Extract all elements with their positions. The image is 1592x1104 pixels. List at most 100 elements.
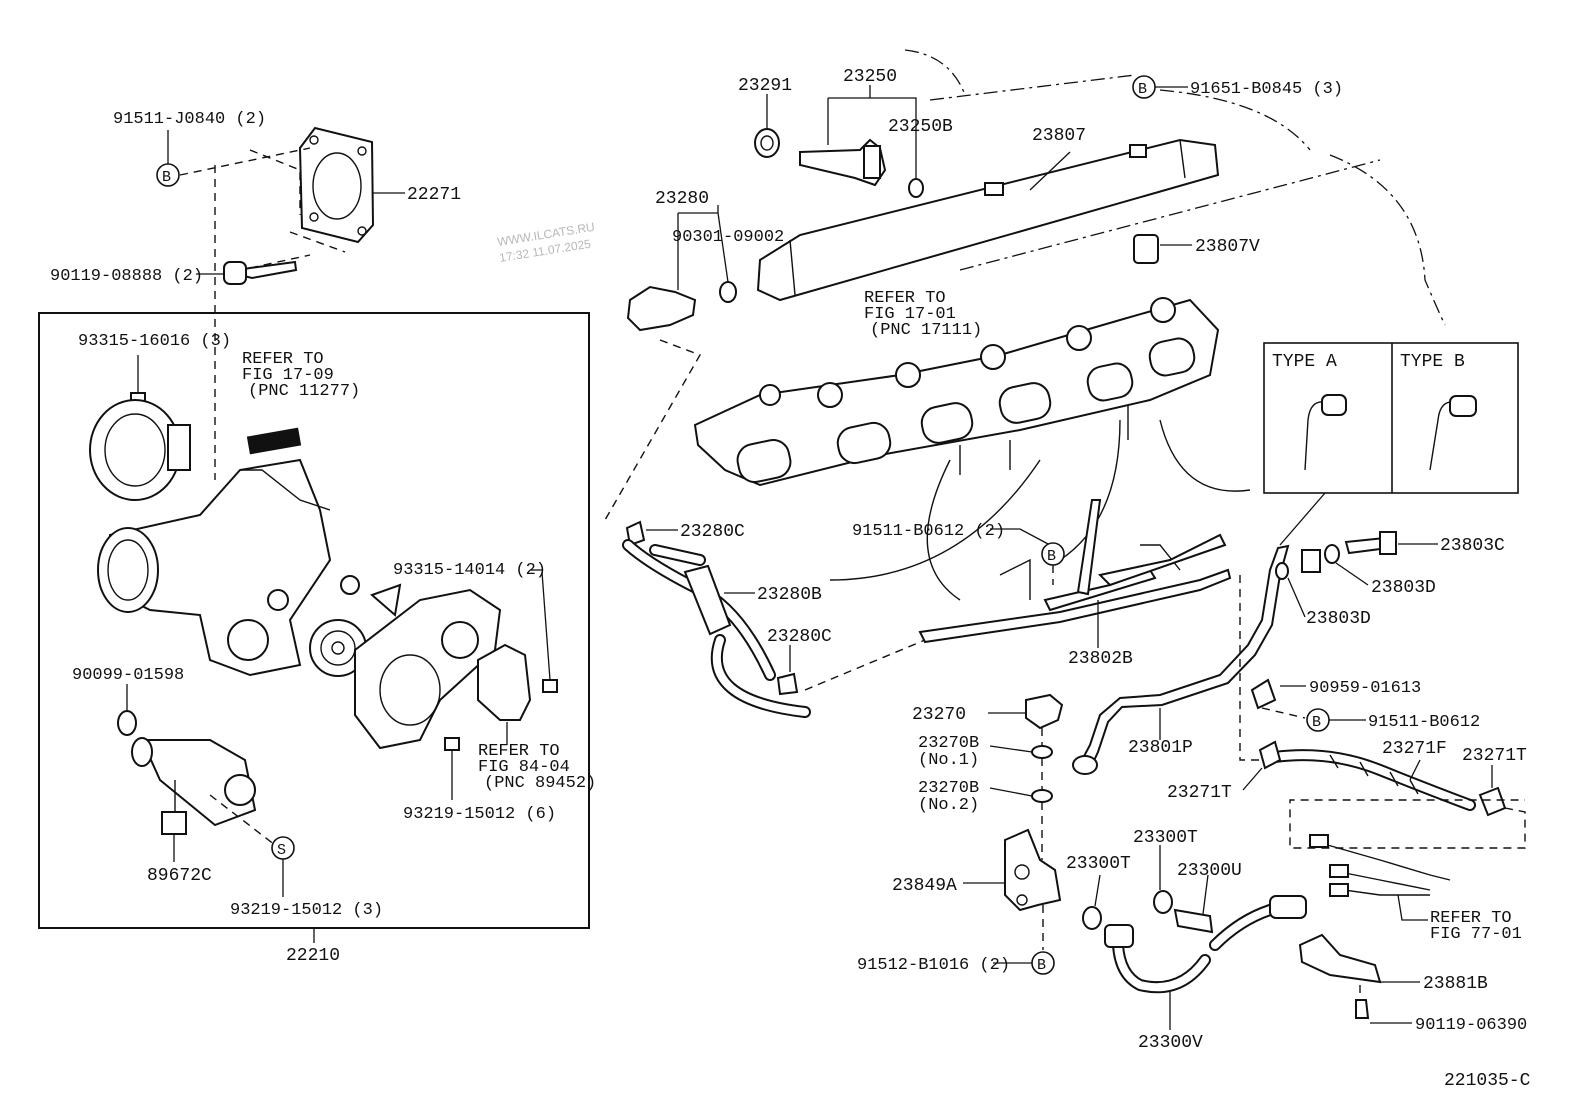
throttle-inlet (89, 399, 181, 501)
hose-23300V (1104, 924, 1134, 948)
figure-code: 221035-C (1444, 1071, 1531, 1091)
label-93315-14014: 93315-14014 (2) (393, 561, 546, 580)
label-23280: 23280 (655, 189, 709, 209)
cap-23291 (754, 128, 780, 158)
label-22210: 22210 (286, 946, 340, 966)
label-sticker (246, 427, 302, 455)
center-labels: 23291 23250 23250B 91651-B0845 (3) 23807… (655, 67, 1343, 340)
o-ring-90099-01598 (117, 710, 137, 736)
refer-84-04-line1: REFER TO (478, 742, 560, 761)
clamp-23881B (1298, 933, 1382, 984)
refer-17-09-line1: REFER TO (242, 350, 324, 369)
hose-clip-23280C-b (776, 672, 799, 696)
refer-84-04-line3: (PNC 89452) (484, 774, 596, 793)
bolt-90119-06390 (1355, 999, 1370, 1019)
label-23270: 23270 (912, 705, 966, 725)
clip-23271T-b (1478, 786, 1507, 817)
marker-b-1: B (162, 169, 171, 186)
refer-84-04-line2: FIG 84-04 (478, 758, 570, 777)
fuel-rail-23807 (756, 138, 1220, 302)
throttle-motor (140, 739, 257, 827)
label-93219-15012-3: 93219-15012 (3) (230, 901, 383, 920)
refer-17-09-line3: (PNC 11277) (248, 382, 360, 401)
label-23291: 23291 (738, 76, 792, 96)
label-23803C: 23803C (1440, 536, 1505, 556)
label-23271T-b: 23271T (1462, 746, 1527, 766)
label-90119-06390: 90119-06390 (1415, 1016, 1527, 1035)
throttle-body-main (109, 458, 332, 677)
refer-17-09-line2: FIG 17-09 (242, 366, 334, 385)
gasket-23300T-b (1153, 890, 1173, 914)
label-23270B-1: 23270B (918, 734, 979, 753)
label-23300T-b: 23300T (1133, 828, 1198, 848)
intake-manifold (693, 297, 1251, 601)
type-b-label: TYPE B (1400, 352, 1465, 372)
label-23271T-a: 23271T (1167, 783, 1232, 803)
label-23881B: 23881B (1423, 974, 1488, 994)
label-23280C-b: 23280C (767, 627, 832, 647)
marker-b-2: B (1138, 81, 1147, 98)
label-91511-J0840: 91511-J0840 (2) (113, 110, 266, 129)
vacuum-hose-23280B (683, 564, 732, 636)
refer-77-01-line1: REFER TO (1430, 909, 1512, 928)
refer-77-01-line2: FIG 77-01 (1430, 925, 1522, 944)
label-23300V: 23300V (1138, 1033, 1203, 1053)
gasket-22271 (298, 126, 375, 244)
union-23803D (1301, 549, 1321, 573)
label-23802B: 23802B (1068, 649, 1133, 669)
label-23270B-2: 23270B (918, 779, 979, 798)
label-90301-09002: 90301-09002 (672, 228, 784, 247)
left-labels: 91511-J0840 (2) 22271 90119-08888 (2) 93… (50, 110, 596, 966)
label-23250B: 23250B (888, 117, 953, 137)
label-23270B-2-note: (No.2) (918, 796, 979, 815)
gasket-23300T-a (1082, 906, 1102, 930)
label-91512-B1016: 91512-B1016 (2) (857, 956, 1010, 975)
throttle-body-group: B (38, 126, 590, 943)
hoses-pipes: B B (622, 499, 1526, 1030)
pipe-23802B (918, 568, 1232, 644)
type-a-label: TYPE A (1272, 352, 1337, 372)
clip-23271T-a (1258, 740, 1282, 770)
label-90119-08888: 90119-08888 (2) (50, 267, 203, 286)
type-box: TYPE A TYPE B (1263, 342, 1519, 546)
label-23280B: 23280B (757, 585, 822, 605)
label-89672C: 89672C (147, 866, 212, 886)
label-23807: 23807 (1032, 126, 1086, 146)
marker-s: S (277, 842, 286, 859)
bracket-23849A (1004, 828, 1062, 912)
label-23803D-b: 23803D (1306, 609, 1371, 629)
label-23270B-1-note: (No.1) (918, 751, 979, 770)
label-23300T-a: 23300T (1066, 854, 1131, 874)
label-22271: 22271 (407, 185, 461, 205)
label-91511-B0612: 91511-B0612 (1368, 713, 1480, 732)
label-23300U: 23300U (1177, 861, 1242, 881)
label-93219-15012-6: 93219-15012 (6) (403, 805, 556, 824)
refer-17-01-line2: FIG 17-01 (864, 305, 956, 324)
refer-17-01-line3: (PNC 17111) (870, 321, 982, 340)
marker-b-5: B (1037, 957, 1046, 974)
label-90959-01613: 90959-01613 (1309, 679, 1421, 698)
label-23803D-a: 23803D (1371, 578, 1436, 598)
label-23807V: 23807V (1195, 237, 1260, 257)
label-91651-B0845: 91651-B0845 (3) (1190, 80, 1343, 99)
right-labels: 23280C 23280B 23280C 91511-B0612 (2) 238… (680, 522, 1531, 1091)
fuel-rail-group: B (604, 49, 1446, 521)
label-93315-16016: 93315-16016 (3) (78, 332, 231, 351)
marker-b-4: B (1312, 714, 1321, 731)
valve-23270 (1025, 693, 1064, 730)
clamp-90959-01613 (1250, 678, 1277, 710)
label-23271F: 23271F (1382, 739, 1447, 759)
label-23280C-a: 23280C (680, 522, 745, 542)
pulsation-damper-23807V (1133, 234, 1159, 264)
label-91511-B0612-2: 91511-B0612 (2) (852, 522, 1005, 541)
label-23801P: 23801P (1128, 738, 1193, 758)
label-23250: 23250 (843, 67, 897, 87)
label-23849A: 23849A (892, 876, 957, 896)
refer-17-01-line1: REFER TO (864, 289, 946, 308)
hose-23801P (1080, 544, 1290, 767)
watermark: WWW.ILCATS.RU 17:32 11.07.2025 (496, 220, 595, 265)
marker-b-3: B (1047, 548, 1056, 565)
throttle-position-sensor (477, 643, 532, 721)
